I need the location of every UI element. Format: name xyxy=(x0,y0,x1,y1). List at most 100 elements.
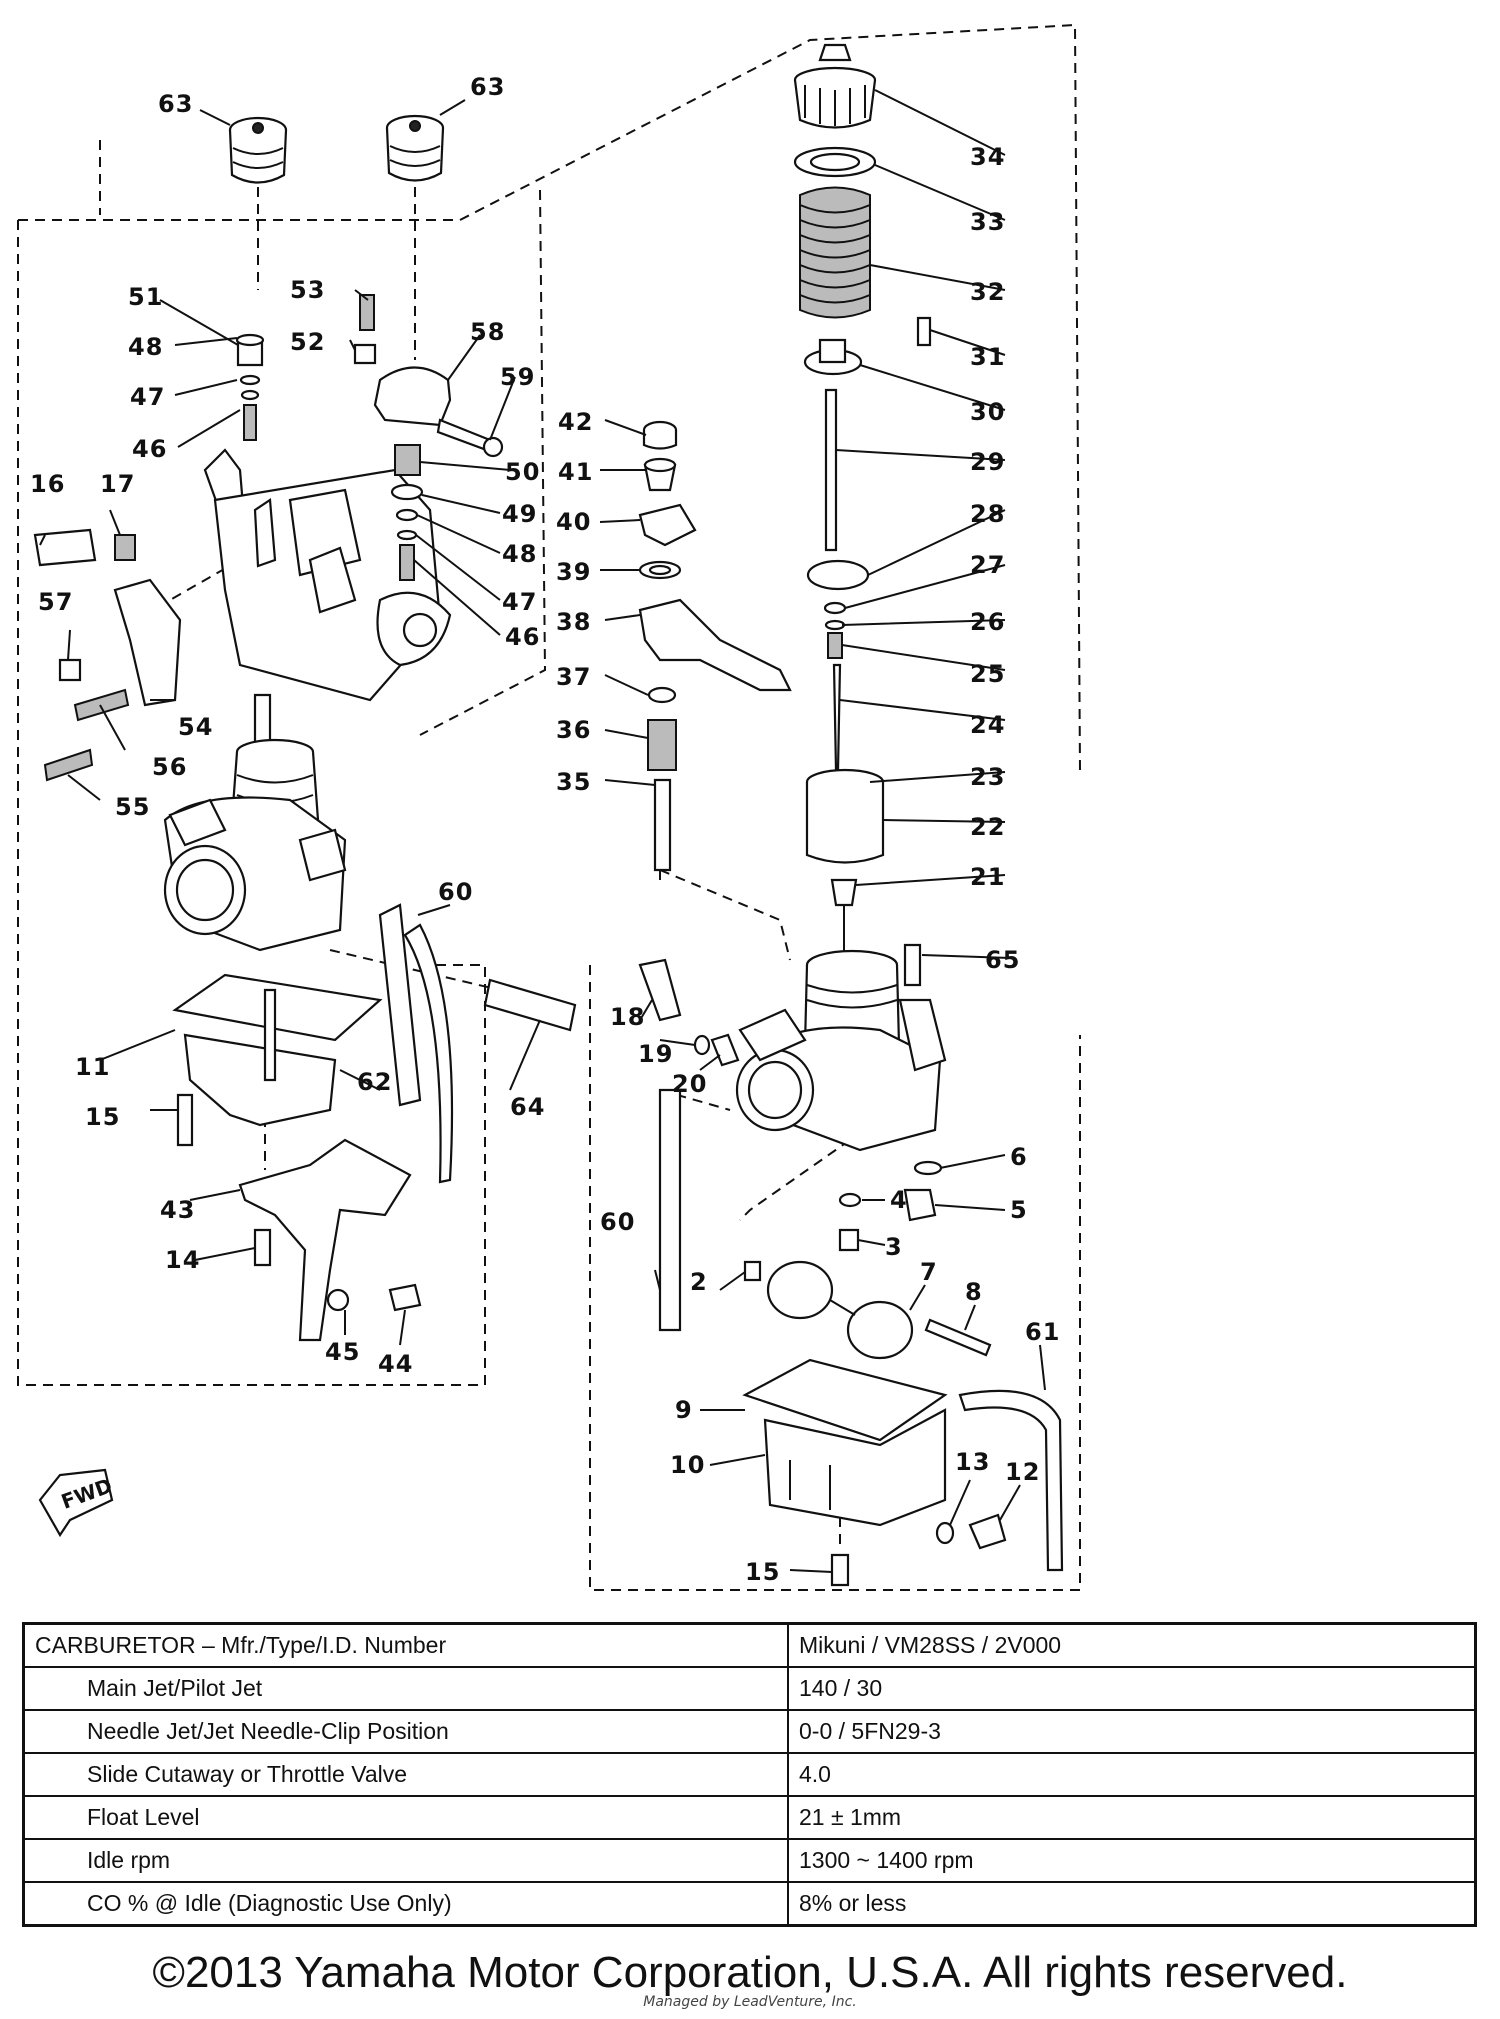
callout-32: 32 xyxy=(970,278,1005,306)
callout-27: 27 xyxy=(970,551,1005,579)
callout-18: 18 xyxy=(610,1003,645,1031)
callout-28: 28 xyxy=(970,500,1005,528)
drain-tube xyxy=(958,1389,1064,1572)
callout-57: 57 xyxy=(38,588,73,616)
callout-31: 31 xyxy=(970,343,1005,371)
leader-lines xyxy=(39,89,1046,1573)
forward-direction-arrow: FWD xyxy=(38,1468,115,1538)
callout-65: 65 xyxy=(985,946,1020,974)
spec-value: 1300 ~ 1400 rpm xyxy=(787,1838,1477,1883)
table-row: CO % @ Idle (Diagnostic Use Only) 8% or … xyxy=(22,1881,1477,1927)
table-row: Main Jet/Pilot Jet 140 / 30 xyxy=(22,1666,1477,1711)
float-gasket-right xyxy=(742,1358,948,1442)
callout-37: 37 xyxy=(556,663,591,691)
callout-47a: 47 xyxy=(130,383,165,411)
callout-10: 10 xyxy=(670,1451,705,1479)
spec-value: 140 / 30 xyxy=(787,1666,1477,1711)
carburetor-spec-table: CARBURETOR – Mfr./Type/I.D. Number Mikun… xyxy=(22,1622,1477,1927)
callout-46a: 46 xyxy=(132,435,167,463)
rubber-cap-right xyxy=(385,114,445,182)
callout-59: 59 xyxy=(500,363,535,391)
callout-63a: 63 xyxy=(158,90,193,118)
callout-50: 50 xyxy=(505,458,540,486)
callout-60b: 60 xyxy=(600,1208,635,1236)
copyright-notice: ©2013 Yamaha Motor Corporation, U.S.A. A… xyxy=(152,1948,1348,1997)
carburetor-exploded-diagram: FWD 63 63 34 33 32 31 30 29 28 27 26 25 … xyxy=(17,23,1081,1591)
callout-22: 22 xyxy=(970,813,1005,841)
spec-value: 0-0 / 5FN29-3 xyxy=(787,1709,1477,1754)
callout-13: 13 xyxy=(955,1448,990,1476)
callout-51: 51 xyxy=(128,283,163,311)
callout-11: 11 xyxy=(75,1053,110,1081)
throttle-linkage xyxy=(203,448,452,702)
callout-8: 8 xyxy=(965,1278,983,1306)
callout-14: 14 xyxy=(165,1246,200,1274)
spec-label: CARBURETOR – Mfr./Type/I.D. Number xyxy=(22,1622,789,1668)
callout-19: 19 xyxy=(638,1040,673,1068)
clamp xyxy=(373,366,452,427)
float-chamber-right xyxy=(763,1408,947,1527)
table-row: Idle rpm 1300 ~ 1400 rpm xyxy=(22,1838,1477,1883)
jet-needle xyxy=(832,663,842,772)
callout-7: 7 xyxy=(920,1258,938,1286)
spec-value: 8% or less xyxy=(787,1881,1477,1927)
top-screw xyxy=(903,943,922,987)
spec-label: Float Level xyxy=(22,1795,789,1840)
callout-36: 36 xyxy=(556,716,591,744)
callout-46b: 46 xyxy=(505,623,540,651)
callout-47b: 47 xyxy=(502,588,537,616)
callout-4: 4 xyxy=(890,1186,908,1214)
spec-label: Needle Jet/Jet Needle-Clip Position xyxy=(22,1709,789,1754)
callout-5: 5 xyxy=(1010,1196,1028,1224)
callout-20: 20 xyxy=(672,1070,707,1098)
callout-12: 12 xyxy=(1005,1458,1040,1486)
callout-35: 35 xyxy=(556,768,591,796)
cap-nut xyxy=(236,341,264,367)
callout-17: 17 xyxy=(100,470,135,498)
callout-9: 9 xyxy=(675,1396,693,1424)
callout-54: 54 xyxy=(178,713,213,741)
throttle-valve xyxy=(805,768,885,864)
callout-60a: 60 xyxy=(438,878,473,906)
table-row: Float Level 21 ± 1mm xyxy=(22,1795,1477,1840)
plate-screw xyxy=(916,316,932,347)
float-gasket-left xyxy=(238,1138,412,1342)
throttle-spring xyxy=(799,186,871,319)
callout-53: 53 xyxy=(290,276,325,304)
overflow-tube xyxy=(658,1088,682,1332)
carburetor-body-right xyxy=(735,949,947,1152)
callout-55: 55 xyxy=(115,793,150,821)
callout-48b: 48 xyxy=(502,540,537,568)
spec-label: CO % @ Idle (Diagnostic Use Only) xyxy=(22,1881,789,1927)
table-row: Slide Cutaway or Throttle Valve 4.0 xyxy=(22,1752,1477,1797)
callout-38: 38 xyxy=(556,608,591,636)
callout-16: 16 xyxy=(30,470,65,498)
callout-41: 41 xyxy=(558,458,593,486)
carburetor-body-left xyxy=(163,693,347,952)
idle-screw xyxy=(33,528,97,567)
float-assembly xyxy=(766,1260,914,1360)
callout-23: 23 xyxy=(970,763,1005,791)
callout-40: 40 xyxy=(556,508,591,536)
assembly-frames xyxy=(17,23,1081,1591)
callout-52: 52 xyxy=(290,328,325,356)
callout-42: 42 xyxy=(558,408,593,436)
callout-2: 2 xyxy=(690,1268,708,1296)
callout-15b: 15 xyxy=(745,1558,780,1586)
callout-33: 33 xyxy=(970,208,1005,236)
callout-58: 58 xyxy=(470,318,505,346)
callout-39: 39 xyxy=(556,558,591,586)
cap-gasket-hole xyxy=(809,152,861,172)
callout-48a: 48 xyxy=(128,333,163,361)
mixing-chamber-cap xyxy=(793,43,877,129)
valve-rod xyxy=(824,388,838,552)
credit-line: Managed by LeadVenture, Inc. xyxy=(643,1994,857,2010)
spec-label: Main Jet/Pilot Jet xyxy=(22,1666,789,1711)
callout-63b: 63 xyxy=(470,73,505,101)
spec-value: 21 ± 1mm xyxy=(787,1795,1477,1840)
pilot-screw xyxy=(638,958,682,1022)
spec-value: 4.0 xyxy=(787,1752,1477,1797)
callout-34: 34 xyxy=(970,143,1005,171)
callout-3: 3 xyxy=(885,1233,903,1261)
spec-label: Slide Cutaway or Throttle Valve xyxy=(22,1752,789,1797)
